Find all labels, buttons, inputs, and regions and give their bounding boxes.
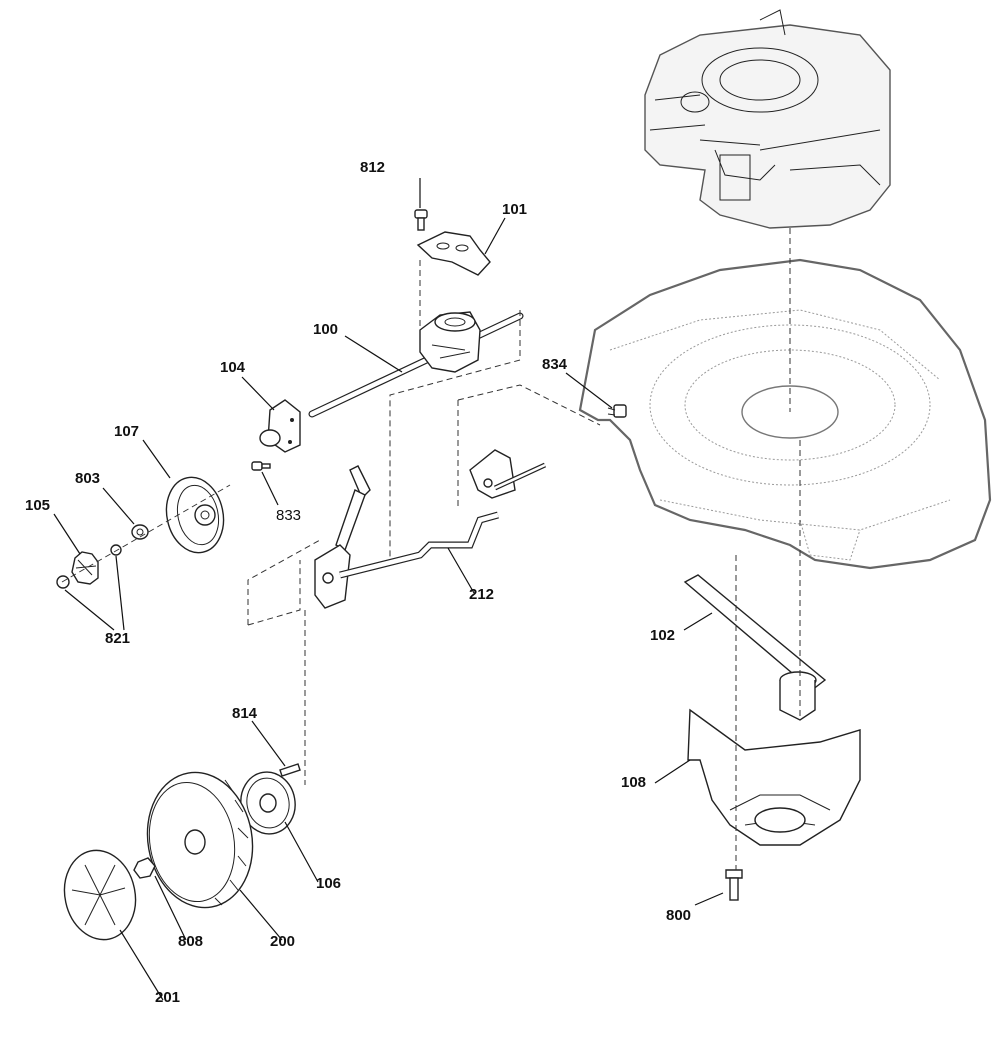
callout-101: 101	[502, 201, 528, 218]
transmission-100	[308, 311, 524, 418]
callout-808: 808	[178, 933, 204, 950]
wheel-cover-107	[165, 476, 225, 554]
clip-821-a	[56, 575, 70, 589]
bracket-101	[416, 231, 491, 276]
callout-106: 106	[316, 875, 342, 892]
callout-212: 212	[469, 586, 495, 603]
callout-821: 821	[105, 630, 131, 647]
wheel-200	[146, 771, 254, 909]
screw-814	[279, 763, 301, 777]
callout-814: 814	[232, 705, 258, 722]
engine	[644, 9, 891, 229]
nut-808	[133, 857, 156, 879]
washer-803	[131, 524, 149, 540]
callout-107: 107	[114, 423, 140, 440]
alignment-lines	[61, 228, 801, 870]
leader-lines	[53, 178, 724, 1001]
callout-812: 812	[360, 159, 386, 176]
screw-812	[414, 209, 428, 231]
blade-102	[683, 574, 827, 721]
callout-833: 833	[276, 507, 302, 524]
callout-105: 105	[25, 497, 51, 514]
screw-833	[251, 461, 271, 471]
bolt-800	[725, 869, 743, 901]
bearing-bracket-104	[259, 399, 301, 453]
mower-deck	[578, 258, 992, 570]
callout-102: 102	[650, 627, 676, 644]
callout-100: 100	[313, 321, 339, 338]
callout-104: 104	[220, 359, 246, 376]
callout-803: 803	[75, 470, 101, 487]
hub-cap-201	[63, 849, 137, 941]
callout-834: 834	[542, 356, 568, 373]
drive-gear-106	[240, 771, 296, 835]
pinion-gear-105	[71, 551, 99, 585]
callout-108: 108	[621, 774, 647, 791]
callout-200: 200	[270, 933, 296, 950]
adjuster-lever-212	[314, 449, 547, 609]
clip-821-b	[110, 544, 122, 556]
callout-800: 800	[666, 907, 692, 924]
bolt-834	[607, 404, 627, 418]
blade-adapter-108	[687, 708, 861, 846]
callout-201: 201	[155, 989, 181, 1006]
